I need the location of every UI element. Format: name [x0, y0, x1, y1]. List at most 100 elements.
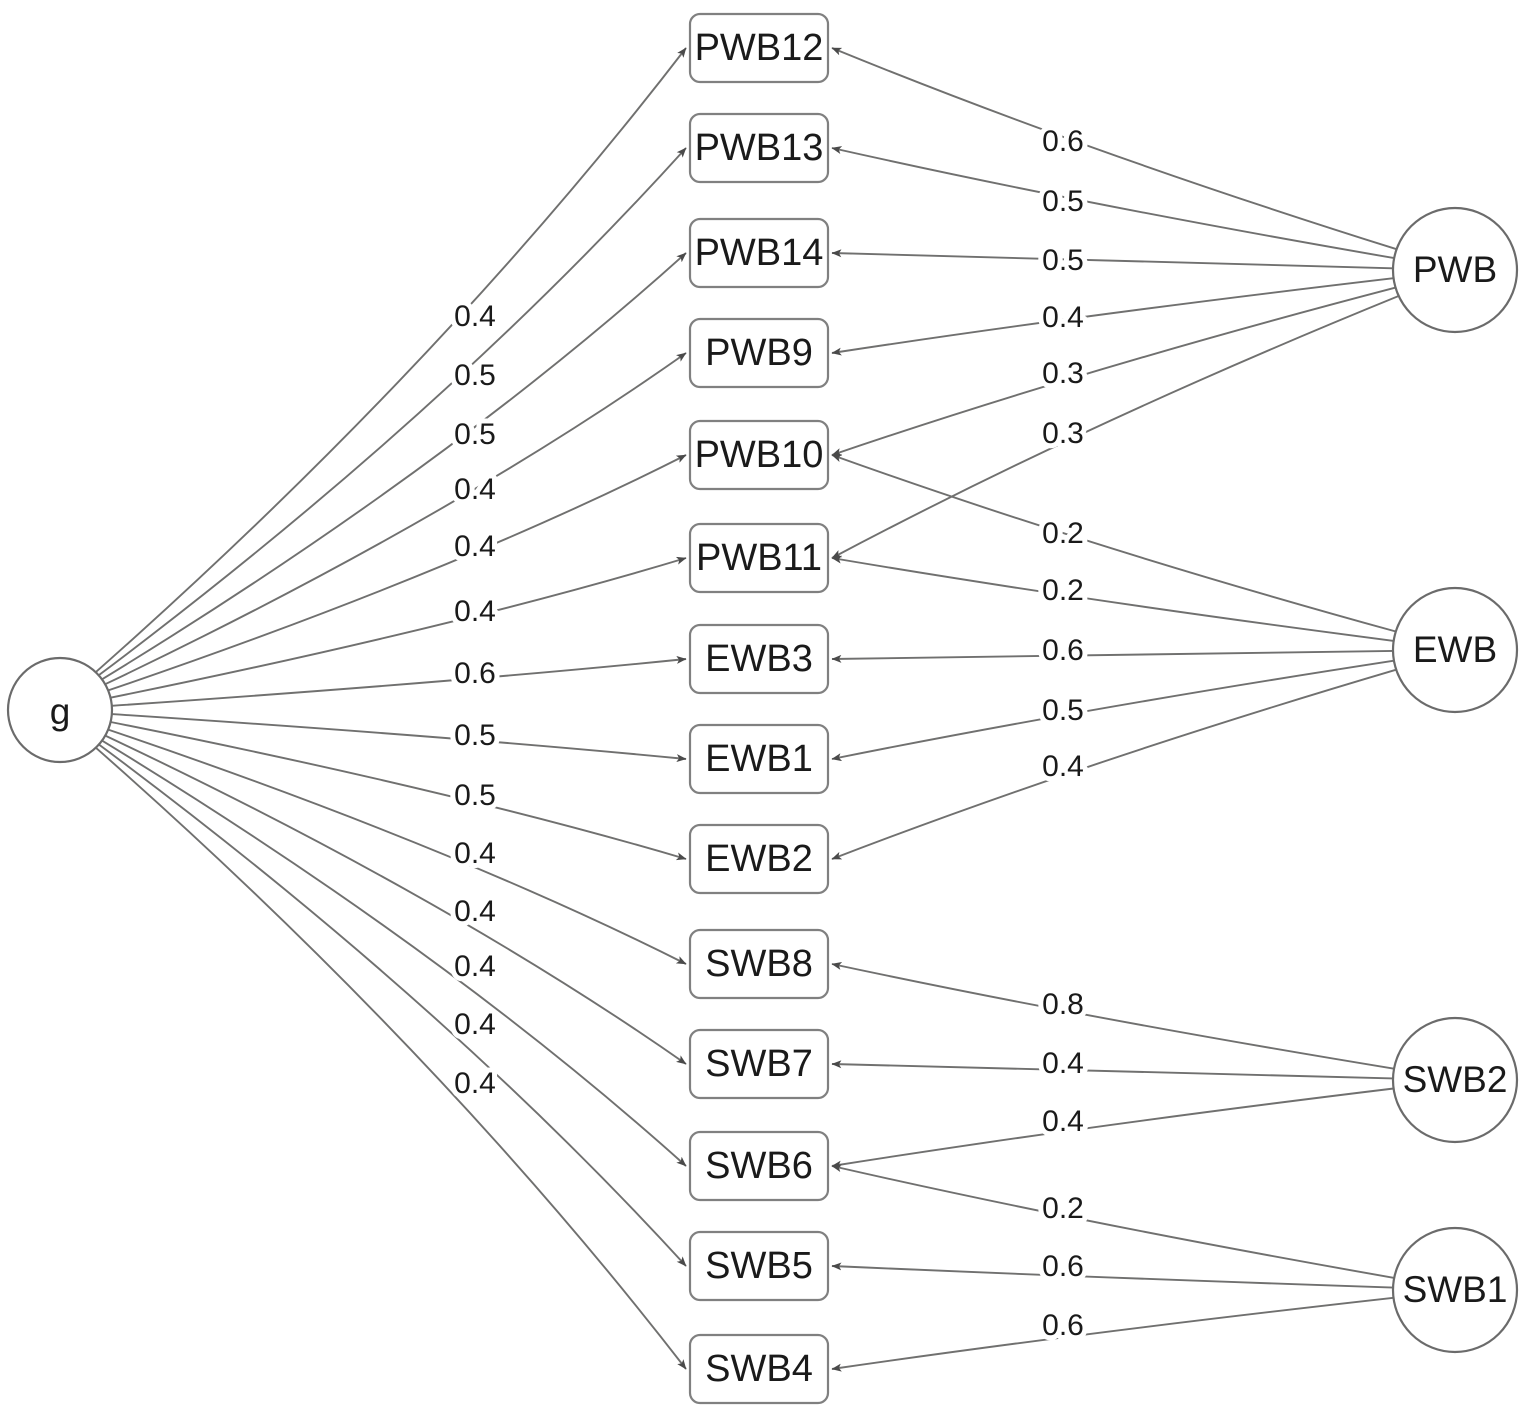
edge-weight-halo: 0.5	[454, 359, 496, 392]
indicator-node-pwb9[interactable]: PWB9	[688, 317, 830, 389]
indicator-label-pwb14: PWB14	[695, 232, 824, 274]
latent-circle-swb1[interactable]	[1391, 1226, 1519, 1354]
general-factor-node[interactable]: g	[6, 656, 114, 764]
edge-weight-g-g-pwb10: 0.4	[454, 530, 496, 563]
indicator-node-pwb12[interactable]: PWB12	[688, 12, 830, 84]
indicator-box-swb6[interactable]	[688, 1130, 830, 1202]
indicator-box-pwb11[interactable]	[688, 522, 830, 594]
edge-weight-g-g-swb6: 0.4	[454, 950, 496, 983]
edge-g-to-swb8	[107, 728, 687, 965]
edge-pwb-to-pwb13	[831, 146, 1395, 260]
edge-g-to-swb4	[95, 746, 687, 1370]
edge-g-to-pwb9	[104, 352, 687, 686]
indicator-node-swb6[interactable]: SWB6	[688, 1130, 830, 1202]
edge-weight-halo: 0.2	[1042, 517, 1084, 550]
edge-weight-halo: 0.6	[454, 657, 496, 690]
indicator-node-ewb1[interactable]: EWB1	[688, 723, 830, 795]
edge-g-to-ewb1	[111, 713, 687, 763]
edge-weight-factor-ewb-pwb10: 0.2	[1042, 517, 1084, 550]
general-factor-label: g	[50, 691, 71, 732]
edge-g-to-swb6	[101, 739, 687, 1167]
indicator-node-ewb3[interactable]: EWB3	[688, 623, 830, 695]
indicator-node-ewb2[interactable]: EWB2	[688, 823, 830, 895]
indicator-box-ewb3[interactable]	[688, 623, 830, 695]
indicator-box-ewb2[interactable]	[688, 823, 830, 895]
latent-node-ewb[interactable]: EWB	[1391, 586, 1519, 714]
edge-g-to-ewb2	[110, 721, 687, 861]
indicator-label-swb7: SWB7	[705, 1043, 813, 1085]
edge-ewb-to-ewb1	[831, 659, 1395, 762]
indicator-node-swb4[interactable]: SWB4	[688, 1333, 830, 1405]
edge-weight-factor-pwb-pwb12: 0.6	[1042, 125, 1084, 158]
latent-label-swb2: SWB2	[1403, 1059, 1508, 1100]
edge-weight-halo: 0.6	[1042, 634, 1084, 667]
indicator-node-swb5[interactable]: SWB5	[688, 1230, 830, 1302]
edge-weight-halo: 0.4	[1042, 1105, 1084, 1138]
edge-weight-halo: 0.5	[1042, 185, 1084, 218]
indicator-box-ewb1[interactable]	[688, 723, 830, 795]
indicator-label-pwb10: PWB10	[695, 434, 824, 476]
edge-weight-halo: 0.4	[454, 530, 496, 563]
indicator-label-swb8: SWB8	[705, 943, 813, 985]
edge-swb1-to-swb6	[831, 1164, 1395, 1279]
indicator-node-pwb10[interactable]: PWB10	[688, 419, 830, 491]
general-factor-circle[interactable]	[6, 656, 114, 764]
indicator-node-swb8[interactable]: SWB8	[688, 928, 830, 1000]
edge-weight-g-g-pwb13: 0.5	[454, 359, 496, 392]
edge-g-to-pwb12	[95, 47, 687, 673]
indicator-box-swb7[interactable]	[688, 1028, 830, 1100]
indicator-box-pwb13[interactable]	[688, 112, 830, 184]
indicator-label-ewb1: EWB1	[705, 738, 813, 780]
edge-weight-halo: 0.5	[1042, 694, 1084, 727]
edge-swb2-to-swb7	[831, 1060, 1394, 1080]
edge-weight-factor-ewb-ewb3: 0.6	[1042, 634, 1084, 667]
edge-weight-halo: 0.4	[1042, 301, 1084, 334]
edge-weight-halo: 0.4	[454, 1008, 496, 1041]
edge-weight-halo: 0.2	[1042, 574, 1084, 607]
edge-weight-g-g-pwb12: 0.4	[454, 300, 496, 333]
edge-ewb-to-pwb11	[831, 555, 1394, 642]
edge-g-to-swb5	[98, 743, 687, 1267]
latent-node-swb1[interactable]: SWB1	[1391, 1226, 1519, 1354]
edge-weight-halo: 0.4	[454, 300, 496, 333]
indicator-label-pwb11: PWB11	[696, 537, 822, 579]
indicator-box-swb5[interactable]	[688, 1230, 830, 1302]
indicator-box-swb4[interactable]	[688, 1333, 830, 1405]
indicator-label-ewb2: EWB2	[705, 838, 813, 880]
latent-label-swb1: SWB1	[1403, 1269, 1508, 1310]
edge-weight-halo: 0.4	[454, 1067, 496, 1100]
edge-weight-g-g-swb5: 0.4	[454, 1008, 496, 1041]
indicator-label-swb5: SWB5	[705, 1245, 813, 1287]
edge-pwb-to-pwb14	[831, 249, 1394, 270]
latent-circle-pwb[interactable]	[1391, 206, 1519, 334]
latent-node-swb2[interactable]: SWB2	[1391, 1016, 1519, 1144]
edge-weight-factor-pwb-pwb9: 0.4	[1042, 301, 1084, 334]
indicator-box-pwb12[interactable]	[688, 12, 830, 84]
latent-circle-swb2[interactable]	[1391, 1016, 1519, 1144]
indicator-box-swb8[interactable]	[688, 928, 830, 1000]
edge-swb1-to-swb4	[831, 1296, 1394, 1372]
indicator-node-pwb14[interactable]: PWB14	[688, 217, 830, 289]
edge-weight-factor-pwb-pwb13: 0.5	[1042, 185, 1084, 218]
latent-label-ewb: EWB	[1413, 629, 1497, 670]
nodes-layer: PWB12PWB13PWB14PWB9PWB10PWB11EWB3EWB1EWB…	[6, 12, 1519, 1405]
edge-weight-halo: 0.5	[454, 719, 496, 752]
edge-weight-halo: 0.4	[454, 895, 496, 928]
latent-node-pwb[interactable]: PWB	[1391, 206, 1519, 334]
edge-g-to-pwb10	[107, 454, 687, 692]
edge-ewb-to-ewb2	[831, 668, 1397, 860]
edge-ewb-to-pwb10	[831, 454, 1397, 633]
indicator-box-pwb10[interactable]	[688, 419, 830, 491]
indicator-box-pwb14[interactable]	[688, 217, 830, 289]
indicator-node-pwb13[interactable]: PWB13	[688, 112, 830, 184]
indicator-box-pwb9[interactable]	[688, 317, 830, 389]
indicator-label-swb4: SWB4	[705, 1348, 813, 1390]
latent-circle-ewb[interactable]	[1391, 586, 1519, 714]
indicator-node-pwb11[interactable]: PWB11	[688, 522, 830, 594]
indicator-node-swb7[interactable]: SWB7	[688, 1028, 830, 1100]
edge-ewb-to-ewb3	[831, 649, 1394, 663]
edge-weight-g-g-pwb11: 0.4	[454, 595, 496, 628]
edge-weight-factor-ewb-pwb11: 0.2	[1042, 574, 1084, 607]
edge-weight-halo: 0.4	[454, 595, 496, 628]
